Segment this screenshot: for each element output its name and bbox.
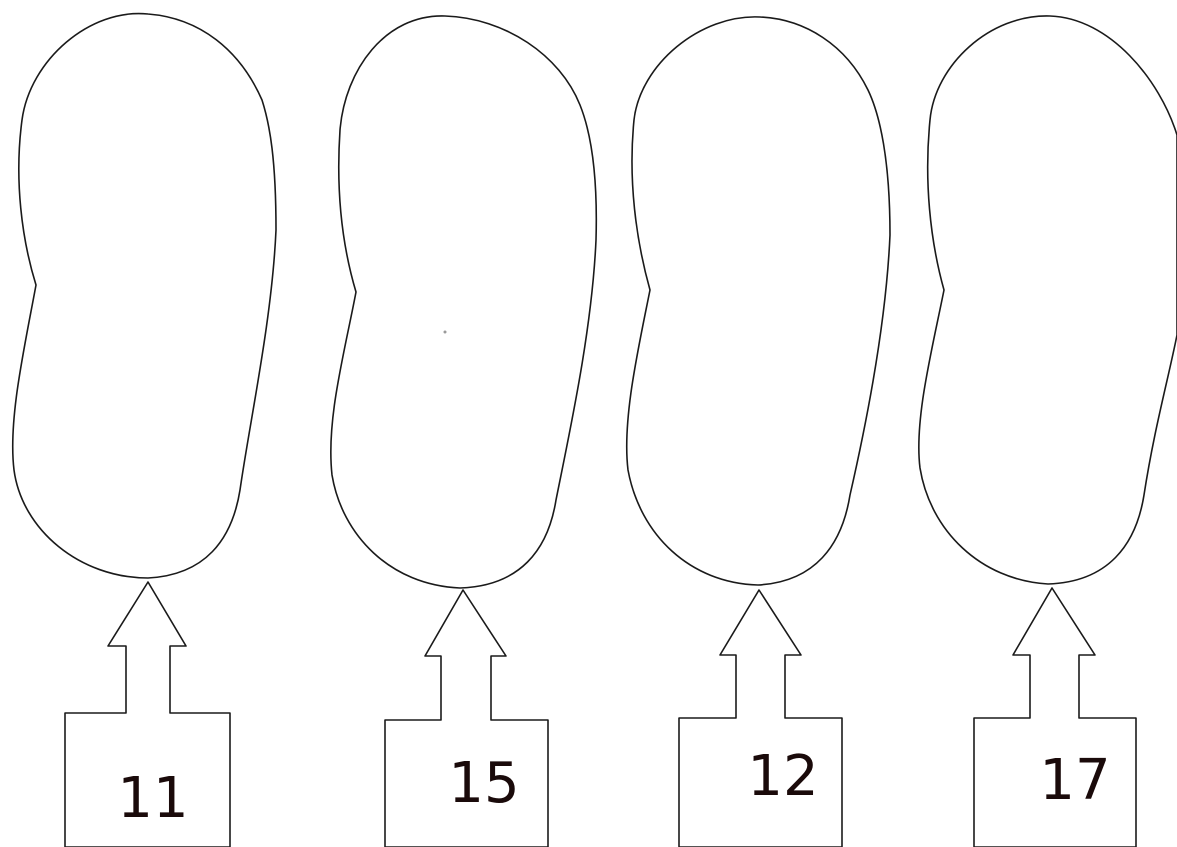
kidney-shape-1 — [11, 12, 277, 579]
figure-1: 11 — [11, 12, 277, 847]
number-label-4: 17 — [1039, 748, 1110, 813]
kidney-shape-3 — [625, 16, 891, 586]
arrow-2 — [384, 589, 549, 847]
arrow-3 — [678, 589, 843, 847]
figure-3: 12 — [625, 16, 891, 847]
kidney-shape-4 — [918, 15, 1177, 585]
kidney-shape-2 — [330, 15, 598, 589]
figure-2: 15 — [330, 15, 598, 847]
figure-4: 17 — [918, 15, 1177, 847]
number-label-2: 15 — [448, 751, 519, 816]
number-label-3: 12 — [747, 744, 818, 809]
arrow-4 — [973, 587, 1137, 847]
arrow-1 — [64, 581, 231, 847]
number-label-1: 11 — [117, 766, 188, 831]
